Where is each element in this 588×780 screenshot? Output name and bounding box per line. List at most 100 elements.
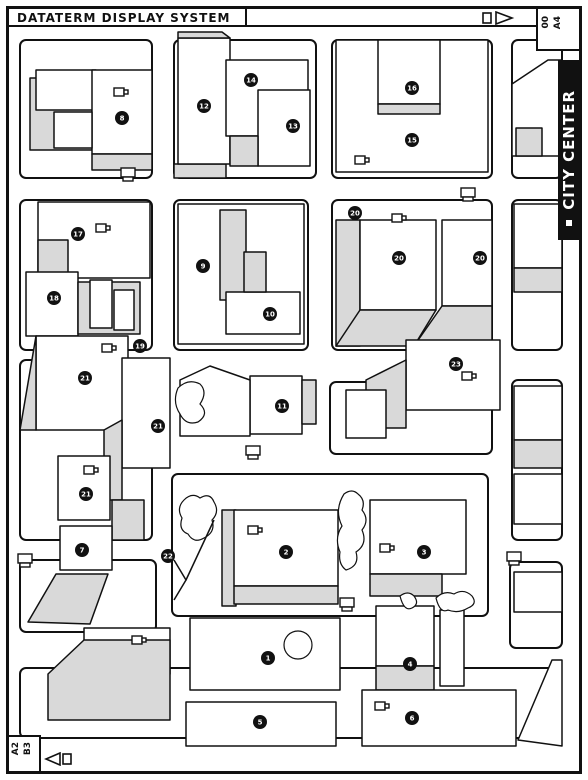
- building-shade: [19, 335, 37, 431]
- camera-icon: [374, 701, 390, 711]
- page-code: B3: [23, 742, 33, 756]
- building-roof: [89, 279, 113, 329]
- building-shade: [219, 209, 247, 301]
- building-shade: [173, 163, 227, 179]
- building-marker[interactable]: [253, 715, 267, 729]
- building-marker[interactable]: [403, 657, 417, 671]
- building-roof: [513, 385, 563, 441]
- building-marker[interactable]: [405, 133, 419, 147]
- building-number: 6: [410, 715, 415, 723]
- building-marker[interactable]: [261, 651, 275, 665]
- building-roof: [225, 291, 301, 335]
- building-roof: [377, 39, 441, 105]
- building-number: 4: [408, 661, 413, 669]
- building-number: 16: [407, 85, 417, 93]
- building-shade: [513, 439, 563, 469]
- camera-icon: [101, 343, 117, 353]
- building-number: 20: [350, 210, 360, 218]
- building-number: 20: [394, 255, 404, 263]
- building-number: 13: [288, 123, 298, 131]
- building-number: 18: [49, 295, 59, 303]
- building-number: 22: [163, 553, 173, 561]
- building-roof: [513, 571, 563, 613]
- building-roof: [369, 499, 467, 575]
- street-path: [185, 519, 215, 581]
- building-number: 21: [80, 375, 90, 383]
- camera-icon: [247, 525, 263, 535]
- building-roof: [517, 659, 563, 747]
- page-indicator-bottom: A2 B3: [9, 735, 41, 771]
- building-shade: [335, 309, 437, 347]
- arrow-left-icon[interactable]: [44, 752, 74, 766]
- building-marker[interactable]: [449, 357, 463, 371]
- building-marker[interactable]: [392, 251, 406, 265]
- building-marker[interactable]: [473, 251, 487, 265]
- building-roof: [513, 203, 563, 269]
- app-title: DATATERM DISPLAY SYSTEM: [17, 11, 231, 25]
- building-marker[interactable]: [75, 543, 89, 557]
- building-roof: [439, 609, 465, 687]
- building-marker[interactable]: [78, 371, 92, 385]
- building-marker[interactable]: [286, 119, 300, 133]
- building-marker[interactable]: [115, 111, 129, 125]
- building-marker[interactable]: [133, 339, 147, 353]
- terminal-icon: [506, 551, 522, 566]
- building-roof: [35, 69, 97, 111]
- building-shade: [177, 31, 231, 39]
- building-marker[interactable]: [244, 73, 258, 87]
- building-marker[interactable]: [47, 291, 61, 305]
- fountain: [283, 630, 313, 660]
- camera-icon: [95, 223, 111, 233]
- building-number: 5: [258, 719, 263, 727]
- tree-cluster: [178, 494, 218, 541]
- building-shade: [301, 379, 317, 425]
- camera-icon: [354, 155, 370, 165]
- building-marker[interactable]: [279, 545, 293, 559]
- building-shade: [111, 499, 145, 541]
- arrow-right-icon[interactable]: [482, 11, 516, 25]
- building-marker[interactable]: [161, 549, 175, 563]
- building-number: 23: [451, 361, 461, 369]
- building-roof: [121, 357, 171, 469]
- building-marker[interactable]: [417, 545, 431, 559]
- building-marker[interactable]: [79, 487, 93, 501]
- building-roof: [359, 219, 437, 311]
- building-roof: [361, 689, 517, 747]
- building-marker[interactable]: [405, 711, 419, 725]
- building-marker[interactable]: [348, 206, 362, 220]
- terminal-icon: [460, 187, 476, 202]
- building-roof: [345, 389, 387, 439]
- building-marker[interactable]: [196, 259, 210, 273]
- building-number: 14: [246, 77, 256, 85]
- camera-icon: [113, 87, 129, 97]
- camera-icon: [379, 543, 395, 553]
- building-shade: [47, 639, 171, 721]
- building-shade: [377, 103, 441, 115]
- building-marker[interactable]: [71, 227, 85, 241]
- camera-icon: [83, 465, 99, 475]
- building-marker[interactable]: [405, 81, 419, 95]
- terminal-icon: [120, 167, 136, 182]
- tree-cluster: [399, 592, 418, 610]
- page-code: A4: [553, 16, 563, 30]
- building-marker[interactable]: [197, 99, 211, 113]
- terminal-icon: [245, 445, 261, 460]
- building-shade: [27, 573, 109, 625]
- building-number: 8: [120, 115, 125, 123]
- building-marker[interactable]: [263, 307, 277, 321]
- building-marker[interactable]: [275, 399, 289, 413]
- page-code: A2: [11, 742, 21, 756]
- tree-cluster: [174, 381, 206, 424]
- camera-icon: [391, 213, 407, 223]
- building-number: 1: [266, 655, 271, 663]
- building-roof: [257, 89, 311, 167]
- building-number: 7: [80, 547, 85, 555]
- building-roof: [113, 289, 135, 331]
- building-marker[interactable]: [151, 419, 165, 433]
- building-number: 10: [265, 311, 275, 319]
- district-label: CITY CENTER: [560, 90, 578, 210]
- terminal-icon: [339, 597, 355, 612]
- page-code: 00: [541, 16, 551, 29]
- page-indicator-top: 00 A4: [536, 9, 579, 51]
